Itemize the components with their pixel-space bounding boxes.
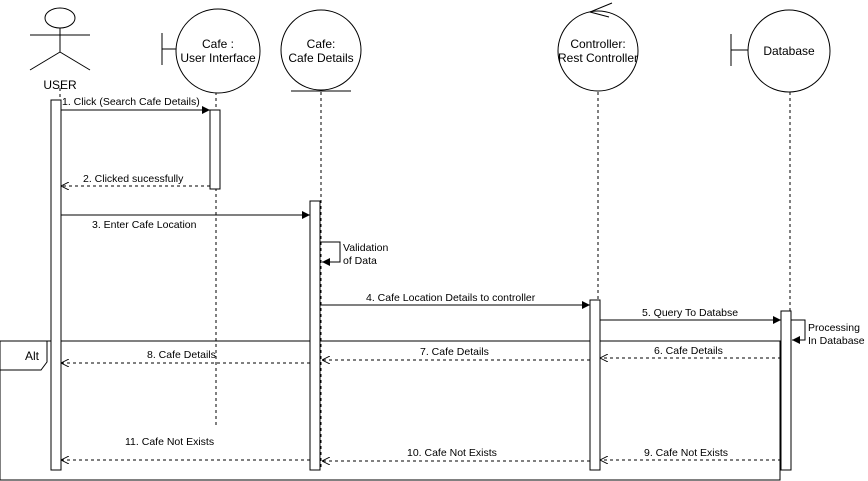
participant-label-details-1: Cafe: <box>307 37 336 51</box>
self-message-validation-label-1: Validation <box>343 242 388 254</box>
self-message-validation-arrow <box>320 241 341 266</box>
alt-fragment: Alt <box>0 340 781 481</box>
message-9-label: 9. Cafe Not Exists <box>644 447 728 459</box>
self-message-validation-label-2: of Data <box>343 255 377 267</box>
participant-ui: Cafe : User Interface <box>161 8 261 94</box>
message-3-label: 3. Enter Cafe Location <box>92 219 197 231</box>
alt-fragment-label: Alt <box>25 349 40 363</box>
activation-ui <box>209 109 221 190</box>
message-2-label: 2. Clicked sucessfully <box>83 173 184 185</box>
activation-user <box>50 99 62 471</box>
participant-label-controller-2: Rest Controller <box>558 51 638 65</box>
participant-db: Database <box>730 9 831 93</box>
message-8-label: 8. Cafe Details <box>147 349 216 361</box>
participant-label-ui-2: User Interface <box>180 51 256 65</box>
self-message-processing-label-2: In Database <box>808 335 865 347</box>
message-5-label: 5. Query To Databse <box>642 307 738 319</box>
participant-label-user: USER <box>43 78 77 92</box>
message-7-label: 7. Cafe Details <box>420 346 489 358</box>
message-4-label: 4. Cafe Location Details to controller <box>366 292 536 304</box>
participant-label-db: Database <box>763 44 815 58</box>
participant-label-details-2: Cafe Details <box>288 51 353 65</box>
message-6-label: 6. Cafe Details <box>654 345 723 357</box>
message-11-label: 11. Cafe Not Exists <box>125 436 214 448</box>
participant-details: Cafe: Cafe Details <box>280 9 362 92</box>
participant-label-ui-1: Cafe : <box>202 37 234 51</box>
participant-label-controller-1: Controller: <box>570 37 625 51</box>
activation-db <box>780 310 792 471</box>
participant-controller: Controller: Rest Controller <box>557 2 639 92</box>
self-message-processing-arrow <box>791 319 806 344</box>
self-message-processing-label-1: Processing <box>808 322 860 334</box>
activation-details <box>309 200 321 471</box>
actor-user: USER <box>29 7 91 92</box>
message-1-label: 1. Click (Search Cafe Details) <box>62 96 200 108</box>
message-10-label: 10. Cafe Not Exists <box>407 447 497 459</box>
activation-controller <box>589 299 601 471</box>
